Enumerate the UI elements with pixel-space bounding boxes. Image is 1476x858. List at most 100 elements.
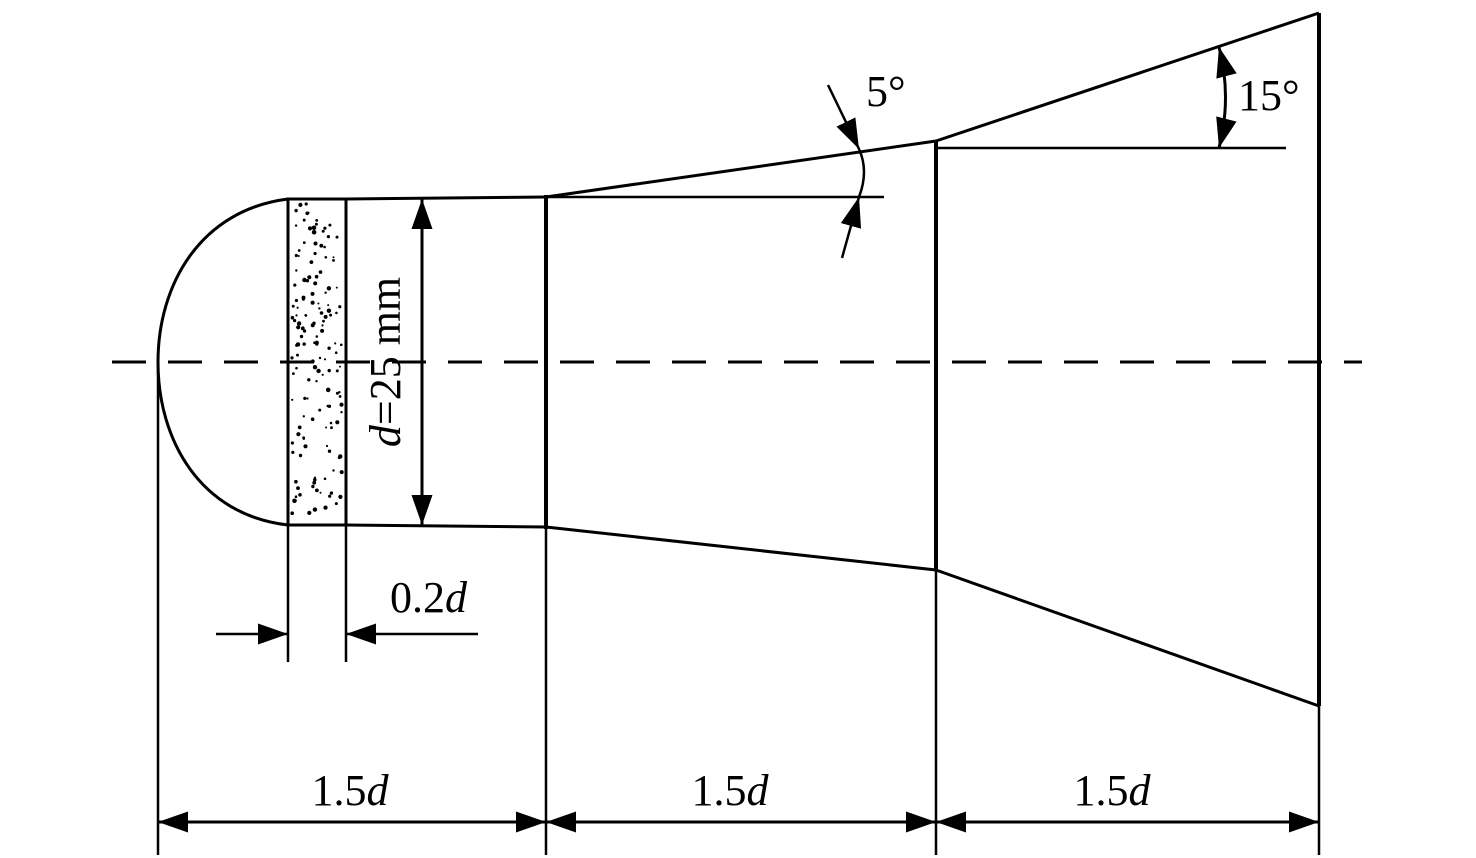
- stipple-dot: [309, 260, 314, 264]
- stipple-dot: [294, 224, 298, 227]
- stipple-dot: [294, 208, 298, 213]
- stipple-dot: [321, 229, 325, 233]
- stipple-dot: [294, 298, 298, 303]
- stipple-dot: [316, 368, 321, 374]
- stipple-dot: [313, 477, 317, 482]
- stipple-dot: [304, 202, 308, 206]
- diameter-dimension: d=25 mm: [361, 199, 433, 525]
- stipple-dot: [332, 469, 335, 472]
- stipple-dot: [295, 314, 298, 317]
- stipple-dot: [302, 329, 307, 333]
- stipple-dot: [302, 436, 305, 440]
- stipple-dot: [298, 202, 303, 207]
- stipple-dot: [335, 235, 339, 239]
- stipple-dot: [321, 373, 324, 376]
- stipple-dot: [293, 283, 297, 287]
- stipple-dot: [327, 346, 331, 350]
- stipple-dot: [328, 223, 332, 227]
- stipple-dot: [335, 311, 338, 315]
- stipple-dot: [302, 277, 307, 283]
- stipple-dot: [304, 314, 308, 317]
- stipple-dot: [315, 335, 319, 338]
- stipple-dot: [323, 358, 327, 361]
- stipple-dot: [306, 397, 309, 400]
- stipple-dot: [326, 308, 332, 313]
- stipple-dot: [334, 502, 338, 506]
- stipple-dot: [297, 255, 300, 257]
- straight-bottom-edge: [345, 523, 547, 529]
- stipple-dot: [338, 494, 343, 499]
- stipple-dot: [294, 495, 298, 499]
- diffuser-15-top-edge: [935, 11, 1320, 143]
- stipple-dot: [324, 255, 328, 259]
- stipple-dot: [324, 291, 327, 294]
- stipple-dot: [318, 270, 323, 274]
- stipple-dot: [338, 454, 343, 459]
- stipple-dot: [292, 498, 297, 504]
- stipple-dot: [302, 326, 305, 329]
- stipple-dot: [307, 226, 313, 231]
- stipple-dot: [292, 372, 295, 375]
- stipple-dot: [328, 494, 332, 498]
- ring-width-dimension: 0.2d: [216, 525, 478, 662]
- stipple-dot: [325, 444, 329, 448]
- stipple-dot: [338, 395, 342, 398]
- stipple-dot: [315, 488, 319, 493]
- stipple-dot: [298, 493, 302, 497]
- straight-top-edge: [345, 195, 547, 201]
- stipple-dot: [303, 396, 307, 400]
- angle-5-annotation: 5°: [546, 67, 906, 259]
- stipple-dots: [290, 202, 344, 515]
- stipple-dot: [310, 359, 315, 364]
- stipple-dot: [323, 505, 328, 510]
- stipple-dot: [291, 398, 294, 401]
- stipple-dot: [335, 420, 340, 425]
- stipple-dot: [322, 319, 325, 323]
- stipple-dot: [307, 378, 311, 382]
- stipple-dot: [315, 380, 318, 383]
- stipple-dot: [313, 281, 318, 286]
- stipple-dot: [327, 449, 332, 453]
- stipple-dot: [325, 387, 331, 393]
- stipple-dot: [312, 507, 318, 512]
- stipple-dot: [310, 323, 315, 328]
- stipple-dot: [326, 286, 332, 291]
- stipple-dot: [311, 225, 317, 231]
- angle-15-label: 15°: [1238, 71, 1300, 120]
- stipple-dot: [302, 218, 306, 222]
- stipple-dot: [319, 243, 324, 248]
- stipple-dot: [320, 328, 325, 333]
- stipple-dot: [295, 366, 298, 370]
- stipple-dot: [314, 274, 319, 279]
- stipple-dot: [323, 477, 327, 481]
- stipple-dot: [296, 321, 302, 326]
- section-length-dimensions: 1.5d 1.5d 1.5d: [156, 362, 1321, 855]
- stipple-dot: [319, 491, 322, 494]
- stipple-dot: [340, 343, 343, 347]
- section-2-label: 1.5d: [692, 766, 770, 815]
- stipple-dot: [339, 402, 344, 407]
- diffuser-15-bottom-edge: [935, 568, 1320, 708]
- stipple-dot: [325, 426, 328, 429]
- stipple-dot: [296, 486, 300, 490]
- stipple-dot: [313, 251, 317, 256]
- stipple-dot: [334, 342, 337, 345]
- stipple-dot: [340, 411, 343, 414]
- stipple-dot: [334, 351, 338, 355]
- stipple-dot: [301, 297, 305, 301]
- stipple-dot: [296, 325, 301, 330]
- stipple-dot: [335, 286, 338, 289]
- stipple-dot: [332, 256, 335, 259]
- stipple-dot: [329, 491, 334, 495]
- stipple-dot: [303, 444, 308, 449]
- stipple-dot: [307, 510, 312, 515]
- stipple-dot: [302, 415, 305, 418]
- stipple-dot: [323, 226, 327, 230]
- stipple-dot: [290, 356, 294, 360]
- stipple-dot: [330, 426, 333, 430]
- stipple-dot: [327, 304, 330, 307]
- stipple-dot: [291, 304, 295, 308]
- diffuser-5-top-edge: [545, 139, 937, 199]
- stipple-dot: [310, 300, 315, 305]
- section-1-label: 1.5d: [312, 766, 390, 815]
